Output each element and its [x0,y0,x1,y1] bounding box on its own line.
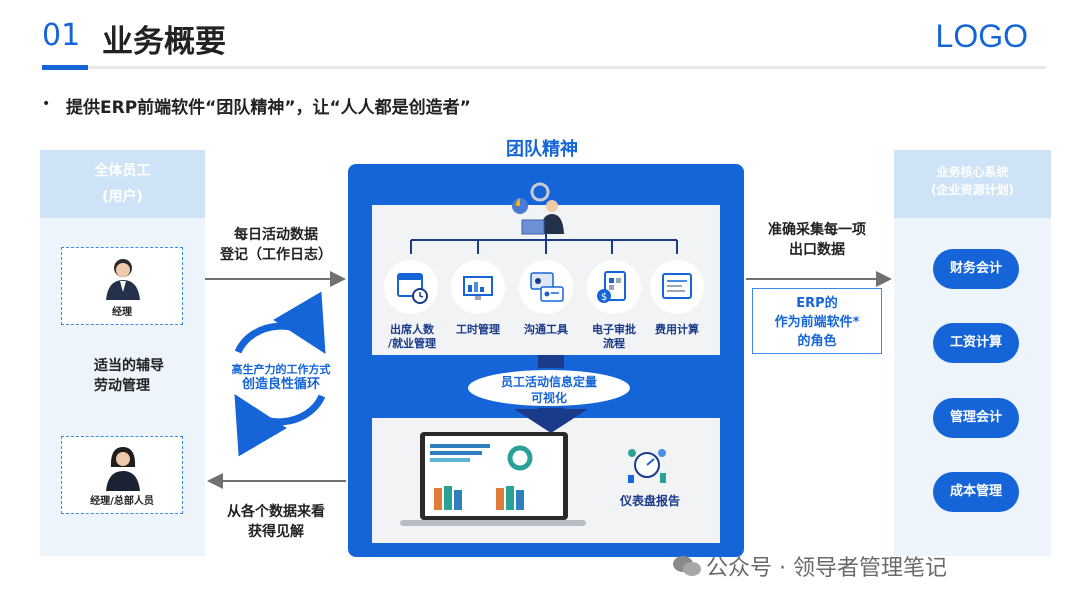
module-label-attendance: 出席人数 /就业管理 [378,323,446,351]
chat-icon [519,260,573,314]
manager-person-icon [102,256,144,300]
erp-line3: 的角色 [753,332,881,351]
module-label-hours: 工时管理 [446,323,510,337]
attendance-module [384,260,438,314]
visualization-line2: 可视化 [468,390,630,406]
approval-module: $ [587,260,641,314]
hq-staff-card: 经理/总部人员 [61,436,183,514]
accurate-line2: 出口数据 [752,240,882,260]
daily-data-label: 每日活动数据 登记（工作日志） [214,225,338,265]
module-label-approval: 电子审批 流程 [582,323,646,351]
hours-module [451,260,505,314]
accurate-line1: 准确采集每一项 [752,220,882,240]
calendar-icon [384,260,438,314]
cycle-line2: 创造良性循环 [226,377,336,392]
svg-text:$: $ [601,292,607,303]
erp-item-cost-management: 成本管理 [933,472,1019,512]
erp-item-payroll: 工资计算 [933,323,1019,363]
right-panel-subtitle: (企业资源计划) [894,181,1051,199]
hq-staff-label: 经理/总部人员 [62,492,182,507]
hq-person-icon [102,445,144,491]
manager-label: 经理 [62,303,182,318]
erp-line1: ERP的 [753,294,881,313]
erp-item-management-accounting: 管理会计 [933,398,1019,438]
expense-icon [650,260,704,314]
visualization-badge: 员工活动信息定量 可视化 [466,368,632,408]
daily-data-line2: 登记（工作日志） [214,245,338,265]
erp-line2: 作为前端软件* [753,313,881,332]
dashboard-report-icon [624,443,670,485]
cycle-line1: 高生产力的工作方式 [226,362,336,377]
left-panel-subtitle: (用户) [40,184,205,210]
daily-data-line1: 每日活动数据 [214,225,338,245]
laptop-dashboard-icon [400,430,586,530]
watermark-text: 公众号 · 领导者管理笔记 [706,550,947,582]
monitor-icon [451,260,505,314]
insight-label: 从各个数据来看 获得见解 [214,502,338,542]
left-panel-header: 全体员工 (用户) [40,150,205,218]
expense-module [650,260,704,314]
cycle-text: 高生产力的工作方式 创造良性循环 [226,362,336,392]
approval-icon: $ [587,260,641,314]
insight-line1: 从各个数据来看 [214,502,338,522]
coaching-line1: 适当的辅导 [94,356,164,376]
wechat-icon [672,553,702,579]
module-label-line: 流程 [582,337,646,351]
visualization-line1: 员工活动信息定量 [468,374,630,390]
module-label-communication: 沟通工具 [514,323,578,337]
erp-role-box: ERP的 作为前端软件* 的角色 [752,288,882,354]
communication-module [519,260,573,314]
coaching-text: 适当的辅导 劳动管理 [94,356,164,396]
dashboard-report-label: 仪表盘报告 [620,492,680,509]
insight-line2: 获得见解 [214,522,338,542]
coaching-line2: 劳动管理 [94,376,164,396]
module-label-line: 电子审批 [582,323,646,337]
manager-card: 经理 [61,247,183,325]
erp-item-finance: 财务会计 [933,249,1019,289]
left-panel-title: 全体员工 [40,158,205,184]
module-label-line: /就业管理 [378,337,446,351]
module-label-expense: 费用计算 [645,323,709,337]
right-panel-header: 业务核心系统 (企业资源计划) [894,150,1051,218]
center-title: 团队精神 [506,135,578,161]
accurate-data-label: 准确采集每一项 出口数据 [752,220,882,260]
right-panel-title: 业务核心系统 [894,163,1051,181]
module-label-line: 出席人数 [378,323,446,337]
